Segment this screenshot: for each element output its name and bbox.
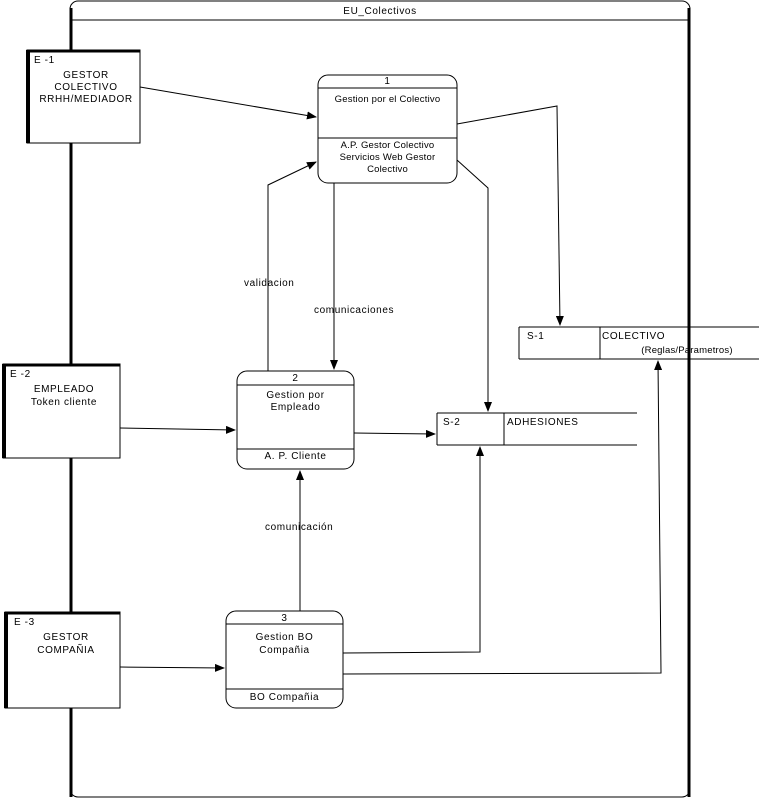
store-s2-id: S-2 xyxy=(443,417,461,428)
boundary-title: EU_Colectivos xyxy=(343,6,417,17)
flow-e3-to-p3 xyxy=(119,663,225,672)
flow-validacion xyxy=(267,161,317,371)
process-1-location-line3: Colectivo xyxy=(367,164,408,175)
external-e2-name-line2: Token cliente xyxy=(30,397,98,408)
process-3 xyxy=(225,610,344,709)
process-2-number: 2 xyxy=(292,373,299,384)
flow-e1-to-p1 xyxy=(139,86,317,120)
external-entity-e3 xyxy=(4,611,121,709)
external-e3-name-line1: GESTOR xyxy=(43,632,89,643)
process-2-name-line2: Empleado xyxy=(270,402,321,413)
external-entity-e2 xyxy=(2,363,121,459)
flow-p2-to-s2 xyxy=(353,429,436,438)
store-s2-name: ADHESIONES xyxy=(507,417,579,428)
flow-label-comunicacion: comunicación xyxy=(265,522,334,533)
process-2-name-line1: Gestion por xyxy=(266,390,325,401)
process-3-number: 3 xyxy=(281,613,288,624)
process-2-location: A. P. Cliente xyxy=(264,451,327,462)
flow-p1-to-s2 xyxy=(456,159,492,412)
store-s1-name-line2: (Reglas/Parametros) xyxy=(641,345,733,356)
external-e1-name-line1: GESTOR xyxy=(63,70,109,81)
flow-p1-to-s1 xyxy=(456,105,564,326)
external-e3-id: E -3 xyxy=(14,617,35,628)
external-e1-name-line2: COLECTIVO xyxy=(54,82,118,93)
external-e3-name-line2: COMPAÑIA xyxy=(37,645,95,656)
external-e1-id: E -1 xyxy=(34,55,55,66)
process-1-location-line2: Servicios Web Gestor xyxy=(339,152,436,163)
flow-e2-to-p2 xyxy=(119,425,236,434)
flow-p3-to-s1 xyxy=(342,360,663,675)
flow-label-validacion: validacion xyxy=(244,278,295,289)
flow-label-comunicaciones: comunicaciones xyxy=(314,305,395,316)
data-store-s1 xyxy=(518,326,759,360)
external-e2-name-line1: EMPLEADO xyxy=(33,384,95,395)
process-2 xyxy=(236,370,355,470)
process-3-name-line2: Compañia xyxy=(259,645,310,656)
external-e1-name-line3: RRHH/MEDIADOR xyxy=(39,94,133,105)
store-s1-id: S-1 xyxy=(527,331,545,342)
process-3-name-line1: Gestion BO xyxy=(255,632,314,643)
external-entity-e1 xyxy=(26,49,141,144)
process-1 xyxy=(317,74,458,184)
flow-p3-to-s2 xyxy=(342,446,484,654)
data-store-s2 xyxy=(436,412,637,446)
store-s1-name-line1: COLECTIVO xyxy=(602,331,666,342)
process-1-number: 1 xyxy=(384,76,391,87)
process-3-location: BO Compañia xyxy=(249,692,320,703)
external-e2-id: E -2 xyxy=(10,369,31,380)
process-1-location-line1: A.P. Gestor Colectivo xyxy=(340,140,435,151)
process-1-name: Gestion por el Colectivo xyxy=(334,94,441,105)
